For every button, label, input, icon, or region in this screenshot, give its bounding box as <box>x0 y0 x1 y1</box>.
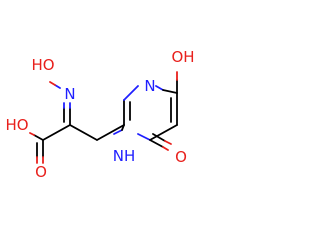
atom-label-oxime-hydroxyl: HO <box>31 56 54 74</box>
bond-n3-c4-n <box>155 85 164 91</box>
bond-c-oh-o <box>29 132 35 136</box>
atom-label-oxime-n: N <box>64 85 75 103</box>
bond-n-o <box>54 84 61 89</box>
atom-label-acid-carbonyl-o: O <box>35 163 47 181</box>
atom-label-ring-nh: NH <box>113 147 136 165</box>
atom-label-ring-carbonyl-o: O <box>175 148 187 166</box>
atom-label-ring-n3: N <box>144 77 155 95</box>
bond-c6-n1 <box>137 133 151 141</box>
bond-calpha-ccooh <box>42 124 71 141</box>
atom-label-acid-hydroxyl: HO <box>5 116 28 134</box>
bond-n3-c4 <box>162 89 178 94</box>
atom-labels: OH N N HO HO O NH O <box>5 48 194 181</box>
bonds <box>29 71 178 164</box>
bond-c2-n3-n <box>123 85 139 101</box>
bond-c6-o-red <box>162 146 169 151</box>
bond-ch2-calpha <box>69 124 98 141</box>
bond-c-oh <box>33 134 44 141</box>
bond-c6-o <box>149 139 164 148</box>
bond-c6-o-dbl <box>152 133 166 142</box>
bond-c2-ch2 <box>96 124 125 141</box>
bond-c5-c6 <box>149 124 178 141</box>
bond-n-o-o <box>49 81 56 86</box>
bond-n1-c2 <box>113 129 123 135</box>
atom-label-ring-hydroxyl: OH <box>171 48 194 66</box>
structure-diagram: OH N N HO HO O NH O <box>5 48 194 181</box>
bond-c6-o-dbl-red <box>164 140 172 145</box>
